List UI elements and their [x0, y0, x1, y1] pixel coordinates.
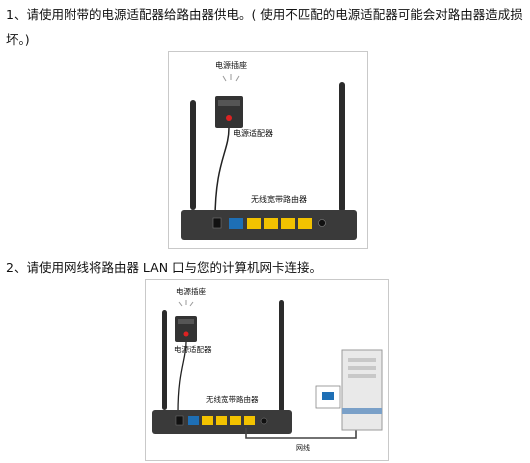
outlet-label: 电源插座 [176, 286, 206, 296]
power-outlet-icon [178, 300, 194, 307]
right-antenna [279, 300, 284, 412]
power-outlet-icon [222, 74, 240, 82]
lan-connection-illustration: 电源插座 电源适配器 无线宽带路由器 网线 [152, 286, 383, 452]
adapter-label: 电源适配器 [233, 128, 273, 138]
computer-tower-icon [341, 349, 383, 431]
power-connection-illustration: 电源插座 电源适配器 无线宽带路由器 [181, 60, 357, 240]
step1-instruction: 1、请使用附带的电源适配器给路由器供电。( 使用不匹配的电源适配器可能会对路由器… [6, 7, 523, 47]
router-label: 无线宽带路由器 [206, 394, 259, 404]
lan-cable [245, 426, 357, 439]
cable-label: 网线 [296, 443, 310, 452]
figure-lan-connection: 电源插座 电源适配器 无线宽带路由器 网线 [145, 279, 389, 461]
step2-instruction: 2、请使用网线将路由器 LAN 口与您的计算机网卡连接。 [6, 260, 323, 275]
power-adapter-icon [215, 96, 243, 128]
router-icon [152, 410, 292, 434]
network-card-icon [315, 385, 341, 409]
left-antenna [190, 100, 196, 210]
right-antenna [339, 82, 345, 212]
router-label: 无线宽带路由器 [251, 194, 307, 204]
outlet-label: 电源插座 [215, 60, 247, 70]
left-antenna [162, 310, 167, 410]
power-cable [177, 341, 187, 414]
router-icon [181, 210, 357, 240]
figure-power-connection: 电源插座 电源适配器 无线宽带路由器 [168, 51, 368, 249]
power-adapter-icon [175, 316, 197, 342]
power-cable [214, 127, 230, 221]
adapter-label: 电源适配器 [174, 344, 212, 354]
